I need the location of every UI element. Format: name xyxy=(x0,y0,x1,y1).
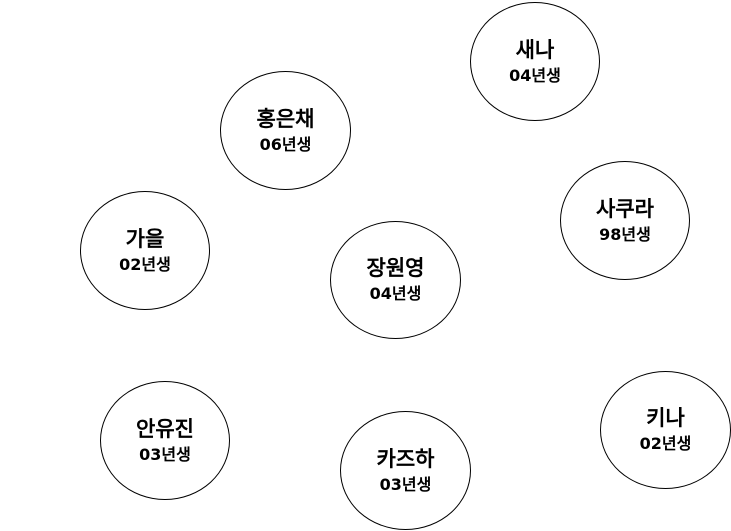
member-name: 장원영 xyxy=(366,256,425,280)
member-birth-year: 06년생 xyxy=(259,134,312,154)
member-node-jang-wonyoung: 장원영 04년생 xyxy=(330,221,461,339)
member-node-saena: 새나 04년생 xyxy=(470,2,600,121)
member-node-an-yujin: 안유진 03년생 xyxy=(100,381,230,500)
member-name: 안유진 xyxy=(136,416,194,441)
member-birth-year: 03년생 xyxy=(379,474,432,494)
member-node-kazuha: 카즈하 03년생 xyxy=(340,411,471,530)
member-node-sakura: 사쿠라 98년생 xyxy=(560,161,690,280)
member-birth-year: 04년생 xyxy=(509,65,561,85)
member-birth-year: 04년생 xyxy=(369,284,422,303)
member-name: 키나 xyxy=(646,406,685,430)
member-node-kina: 키나 02년생 xyxy=(600,371,731,489)
member-name: 카즈하 xyxy=(376,446,435,471)
member-birth-year: 03년생 xyxy=(139,444,191,464)
member-name: 가을 xyxy=(125,226,165,251)
member-node-hong-eunchae: 홍은채 06년생 xyxy=(220,71,351,190)
member-birth-year: 98년생 xyxy=(599,224,651,244)
member-birth-year: 02년생 xyxy=(119,254,171,274)
member-node-gaeul: 가을 02년생 xyxy=(80,191,210,310)
member-name: 홍은채 xyxy=(256,106,315,131)
member-name: 새나 xyxy=(515,37,555,62)
member-birth-year: 02년생 xyxy=(639,434,692,453)
member-name: 사쿠라 xyxy=(596,196,654,221)
